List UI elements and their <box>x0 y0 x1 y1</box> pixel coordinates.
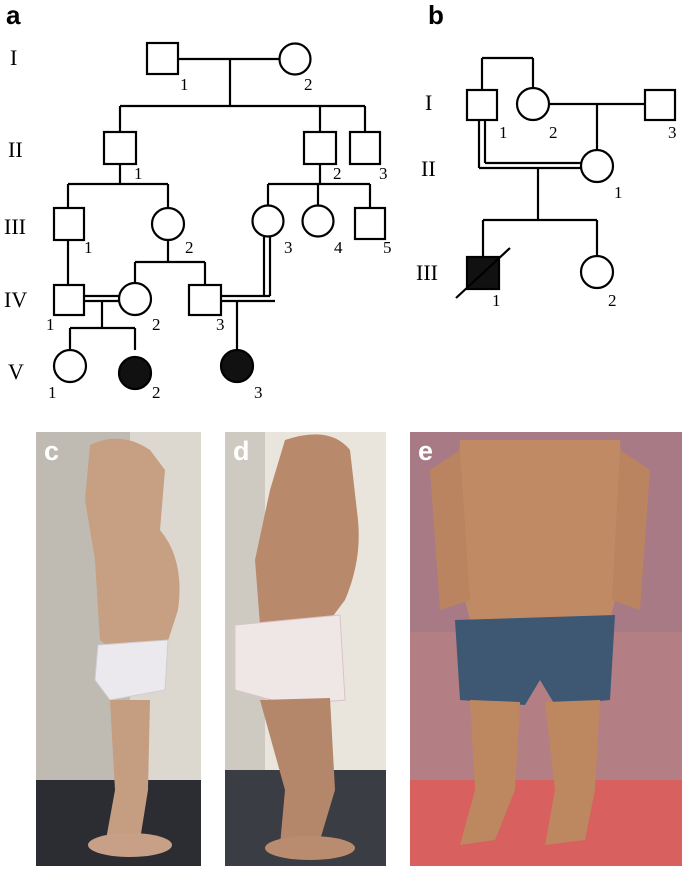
label-a-I1: 1 <box>180 75 189 94</box>
panel-label-a: a <box>6 0 21 30</box>
pedigree-a-IV3-male <box>187 283 223 317</box>
pedigree-a-V2-female-affected <box>117 355 153 391</box>
label-b-I3: 3 <box>668 123 677 142</box>
photo-label-e: e <box>418 436 433 466</box>
label-a-I2: 2 <box>304 75 313 94</box>
gen-label-III-a: III <box>4 214 26 239</box>
gen-label-III-b: III <box>416 260 438 285</box>
label-a-II1: 1 <box>134 164 143 183</box>
pedigree-a-IV2-female <box>117 281 153 317</box>
photo-label-c: c <box>44 436 59 466</box>
label-a-V3: 3 <box>254 383 263 402</box>
pedigree-a-I1-male <box>145 41 180 76</box>
label-a-III1: 1 <box>84 238 93 257</box>
label-a-III2: 2 <box>185 238 194 257</box>
label-a-II2: 2 <box>333 164 342 183</box>
label-a-III4: 4 <box>334 238 343 257</box>
label-b-III1: 1 <box>492 291 501 310</box>
pedigree-b-lines <box>477 56 645 257</box>
label-a-II3: 3 <box>379 164 388 183</box>
pedigree-a-III5-male <box>353 206 387 241</box>
label-b-II1: 1 <box>614 183 623 202</box>
label-a-V1: 1 <box>48 383 57 402</box>
pedigree-a-III3-female <box>251 204 285 238</box>
gen-label-II-b: II <box>421 156 436 181</box>
pedigree-a-lines <box>66 57 372 350</box>
pedigree-b-III2-female <box>579 254 615 290</box>
pedigree-a-II3-male <box>348 130 382 166</box>
photo-label-d: d <box>233 436 250 466</box>
pedigree-a-I2-female <box>278 42 312 76</box>
gen-label-I-a: I <box>10 45 17 70</box>
label-a-V2: 2 <box>152 383 161 402</box>
deceased-slash <box>455 247 511 299</box>
label-a-III3: 3 <box>284 238 293 257</box>
pedigree-b-I3-male <box>643 88 677 122</box>
panel-label-b: b <box>428 0 444 30</box>
label-a-IV2: 2 <box>152 315 161 334</box>
photo-panel-d: d <box>225 432 386 866</box>
pedigree-a-III2-female <box>150 206 186 242</box>
label-b-III2: 2 <box>608 291 617 310</box>
pedigree-a-III4-female <box>301 204 335 238</box>
pedigree-a-V3-female-affected <box>219 348 255 384</box>
label-b-I2: 2 <box>549 123 558 142</box>
label-b-I1: 1 <box>499 123 508 142</box>
gen-label-I-b: I <box>425 90 432 115</box>
pedigree-b-I2-female <box>515 86 551 122</box>
photo-panel-c: c <box>36 432 201 866</box>
pedigree-b: I II III 1 2 3 1 <box>416 56 677 310</box>
pedigree-a: I II III IV V <box>4 41 392 402</box>
pedigree-b-I1-male <box>465 88 499 122</box>
pedigree-a-II2-male <box>302 130 338 166</box>
pedigree-a-III1-male <box>52 206 86 242</box>
photo-panel-e: e <box>410 432 682 866</box>
gen-label-IV-a: IV <box>4 287 27 312</box>
pedigree-a-II1-male <box>102 130 138 166</box>
pedigree-b-II1-female <box>579 148 615 184</box>
label-a-IV1: 1 <box>46 315 55 334</box>
pedigree-a-V1-female <box>52 348 88 384</box>
label-a-IV3: 3 <box>216 315 225 334</box>
gen-label-II-a: II <box>8 137 23 162</box>
pedigree-a-IV1-male <box>52 283 86 317</box>
label-a-III5: 5 <box>383 238 392 257</box>
gen-label-V-a: V <box>8 359 24 384</box>
